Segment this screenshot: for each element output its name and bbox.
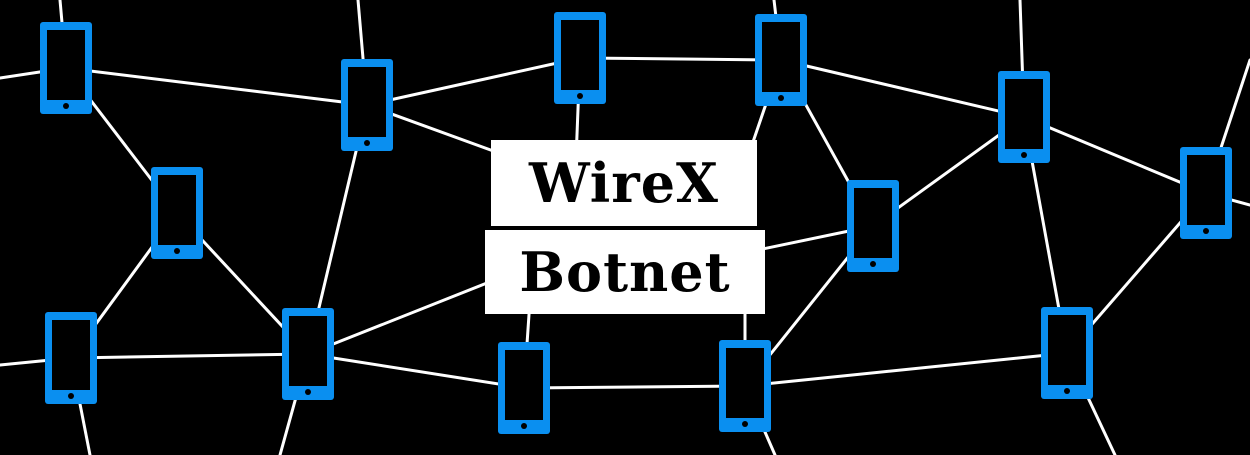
network-link (64, 66, 369, 107)
network-link (578, 56, 783, 62)
network-link (779, 58, 1026, 119)
devices (40, 12, 1232, 434)
smartphone-icon (554, 12, 606, 104)
title-wirex: WireX (491, 140, 757, 226)
network-link (365, 56, 582, 107)
smartphone-icon (1041, 307, 1093, 399)
smartphone-icon (498, 342, 550, 434)
smartphone-icon (40, 22, 92, 114)
smartphone-icon (847, 180, 899, 272)
smartphone-icon (151, 167, 203, 259)
network-link (522, 384, 747, 390)
smartphone-icon (45, 312, 97, 404)
network-link (1022, 115, 1208, 195)
network-link (69, 352, 310, 360)
smartphone-icon (755, 14, 807, 106)
smartphone-icon (998, 71, 1050, 163)
smartphone-icon (282, 308, 334, 400)
smartphone-icon (719, 340, 771, 432)
network-link (743, 351, 1069, 388)
smartphone-icon (341, 59, 393, 151)
title-botnet: Botnet (485, 230, 765, 314)
smartphone-icon (1180, 147, 1232, 239)
network-link (306, 352, 526, 390)
